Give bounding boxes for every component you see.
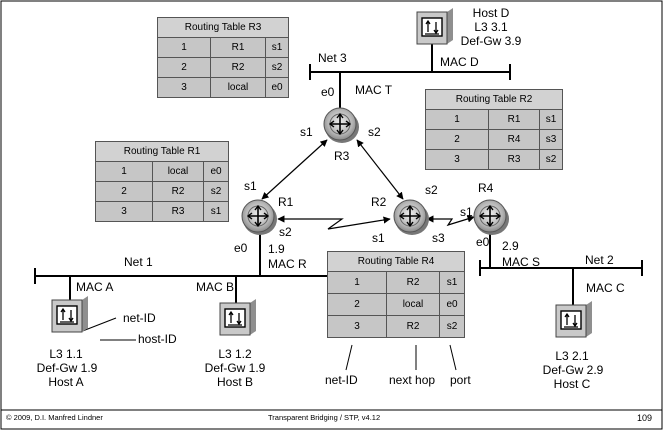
- host-d-gateway: Def-Gw 3.9: [460, 34, 522, 48]
- routing-table-title: Routing Table R4: [327, 251, 465, 272]
- net-id-column-annotation: net-ID: [325, 373, 358, 387]
- host-b-l3: L3 1.2: [218, 347, 252, 361]
- r4-s1: s1: [460, 205, 473, 219]
- r1-e0: e0: [234, 241, 248, 255]
- host-icon: [555, 301, 592, 338]
- host-c-mac: MAC C: [586, 281, 625, 295]
- host-d-mac: MAC D: [440, 55, 479, 69]
- r4-name: R4: [478, 181, 494, 195]
- routing-table-title: Routing Table R1: [95, 141, 229, 162]
- r1-name: R1: [278, 195, 294, 209]
- net3-label: Net 3: [318, 51, 347, 65]
- port-annotation: port: [450, 373, 471, 387]
- host-a-l3: L3 1.1: [49, 347, 83, 361]
- host-d-l3: L3 3.1: [474, 20, 508, 34]
- routing-table-title: Routing Table R3: [157, 17, 289, 38]
- link-r2-r4: [426, 215, 475, 227]
- next-hop-annotation: next hop: [389, 373, 436, 387]
- host-icon: [416, 8, 453, 45]
- host-c-l3: L3 2.1: [555, 349, 589, 363]
- host-icon: [51, 296, 88, 333]
- footer-page-number: 109: [637, 413, 653, 423]
- footer-title: Transparent Bridging / STP, v4.12: [268, 413, 381, 422]
- link-r1-r3: [261, 139, 328, 200]
- host-b-gateway: Def-Gw 1.9: [204, 361, 266, 375]
- r3-s1: s1: [300, 125, 313, 139]
- host-a-name: Host A: [48, 375, 84, 389]
- r2-s2: s2: [425, 183, 438, 197]
- host-a-mac: MAC A: [76, 280, 114, 294]
- router-icon: [473, 199, 509, 235]
- r2-s3: s3: [432, 231, 445, 245]
- r1-s1: s1: [244, 179, 257, 193]
- r2-s1: s1: [372, 231, 385, 245]
- host-c-gateway: Def-Gw 2.9: [542, 363, 604, 377]
- r1-address: 1.9: [268, 242, 285, 256]
- router-icon: [393, 199, 429, 235]
- net1-label: Net 1: [124, 255, 153, 269]
- link-r1-r2: [277, 215, 391, 230]
- router-icon: [323, 107, 359, 143]
- host-b-mac: MAC B: [196, 280, 235, 294]
- host-icon: [219, 299, 256, 336]
- host-id-annotation: host-ID: [138, 332, 177, 346]
- host-b-name: Host B: [216, 375, 253, 389]
- net-id-annotation: net-ID: [123, 311, 156, 325]
- link-r3-r2: [356, 139, 404, 200]
- r3-s2: s2: [368, 125, 381, 139]
- r3-e0: e0: [321, 85, 335, 99]
- r4-address: 2.9: [502, 239, 519, 253]
- r4-mac: MAC S: [502, 255, 541, 269]
- host-a-gateway: Def-Gw 1.9: [36, 361, 98, 375]
- r1-mac: MAC R: [268, 257, 307, 271]
- r1-s2: s2: [279, 225, 292, 239]
- r2-name: R2: [371, 195, 387, 209]
- r3-mac: MAC T: [355, 83, 393, 97]
- routing-table-title: Routing Table R2: [425, 89, 563, 110]
- net2-label: Net 2: [585, 253, 614, 267]
- footer-copyright: © 2009, D.I. Manfred Lindner: [6, 413, 103, 422]
- r3-name: R3: [334, 149, 350, 163]
- r4-e0: e0: [476, 235, 490, 249]
- host-c-name: Host C: [553, 377, 591, 391]
- host-d-name: Host D: [472, 6, 510, 20]
- router-icon: [241, 199, 277, 235]
